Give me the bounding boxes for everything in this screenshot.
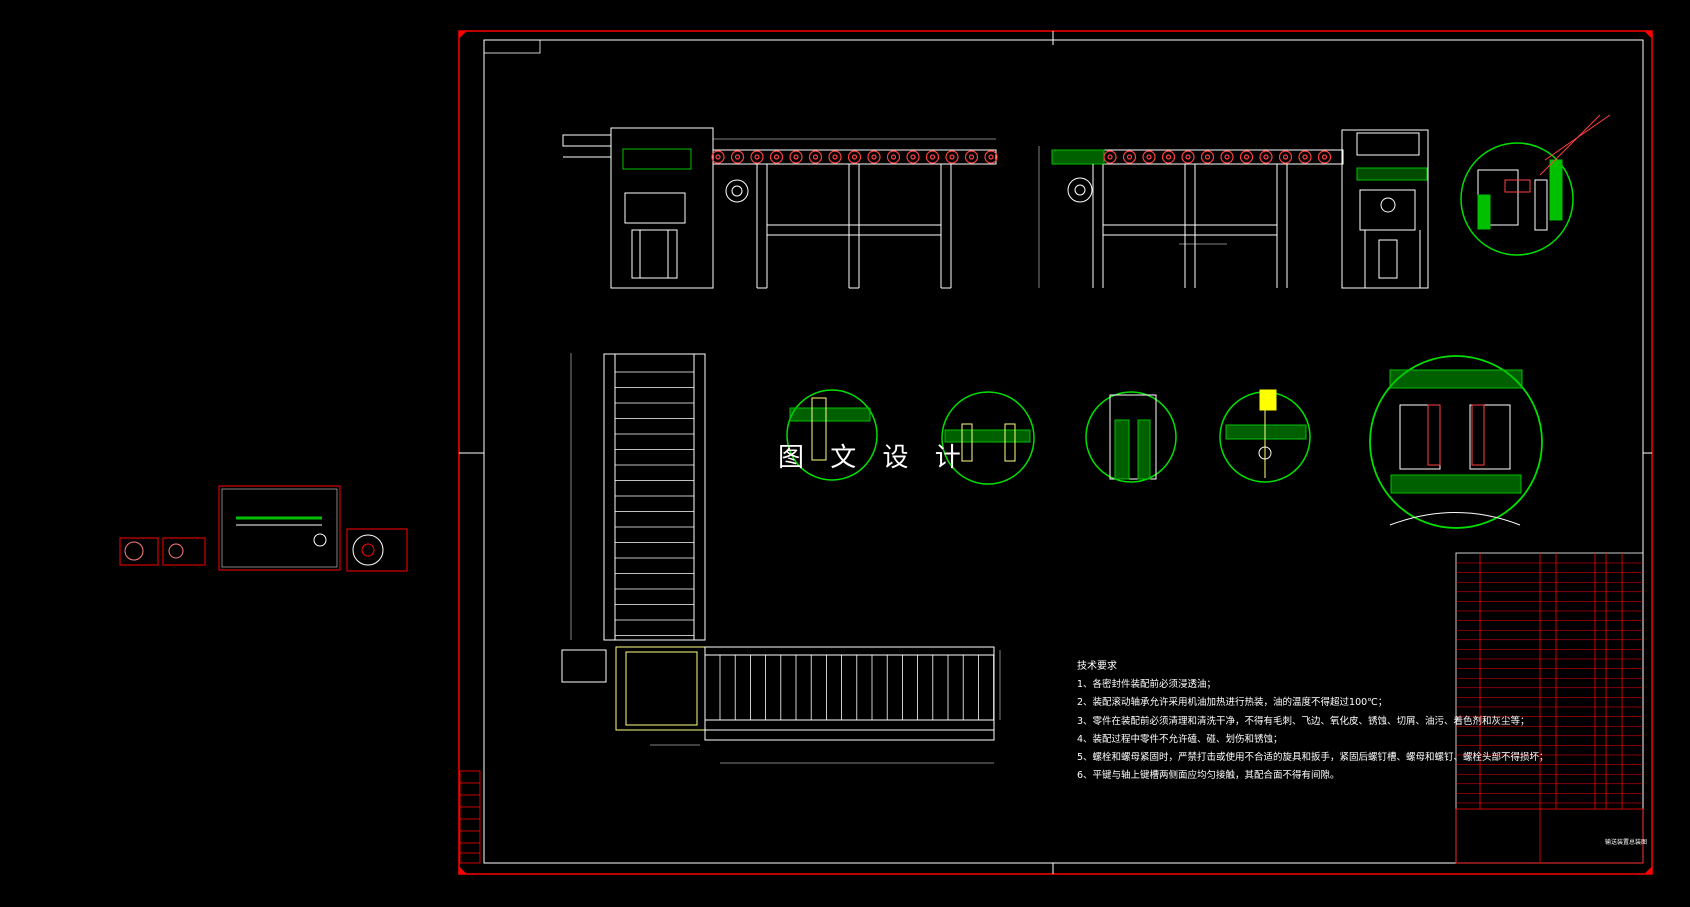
roller-hub-icon bbox=[851, 154, 858, 160]
roller-icon bbox=[1298, 150, 1312, 164]
roller-hub-icon bbox=[1185, 154, 1191, 160]
roller-hub-icon bbox=[1224, 154, 1230, 160]
watermark-text: 图 文 设 计 bbox=[778, 443, 970, 473]
roller-icon bbox=[711, 150, 725, 164]
roller-hub-icon bbox=[1243, 154, 1250, 160]
roller-icon bbox=[1200, 150, 1215, 164]
tech-notes-title: 技术要求 bbox=[1077, 661, 1117, 672]
roller-icon bbox=[925, 150, 940, 164]
roller-hub-icon bbox=[832, 154, 838, 160]
drawing-name: 输送装置总装图 bbox=[1605, 839, 1648, 846]
thumbnail-sheets bbox=[119, 485, 408, 572]
roller-icon bbox=[808, 150, 823, 164]
roller-hub-icon bbox=[1263, 154, 1269, 160]
roller-icon bbox=[1278, 150, 1293, 164]
roller-icon bbox=[945, 150, 959, 164]
parts-list-table bbox=[1455, 552, 1644, 864]
roller-hub-icon bbox=[988, 154, 994, 160]
roller-icon bbox=[1122, 150, 1137, 164]
tech-note-2: 2、装配滚动轴承允许采用机油加热进行热装，油的温度不得超过100℃； bbox=[1077, 697, 1388, 709]
roller-icon bbox=[1181, 150, 1195, 164]
roller-row-left bbox=[711, 150, 998, 164]
roller-hub-icon bbox=[949, 154, 955, 160]
plan-view-slats-horizontal bbox=[719, 655, 994, 720]
roller-hub-icon bbox=[910, 154, 916, 160]
tech-note-1: 1、各密封件装配前必须浸透油； bbox=[1077, 679, 1217, 691]
roller-icon bbox=[984, 150, 998, 164]
roller-hub-icon bbox=[1126, 154, 1133, 160]
roller-icon bbox=[769, 150, 784, 164]
tech-note-6: 6、平键与轴上键槽两侧面应均匀接触，其配合面不得有间隙。 bbox=[1077, 770, 1340, 782]
roller-icon bbox=[867, 150, 881, 164]
roller-icon bbox=[730, 150, 745, 164]
detail-circle-e bbox=[1219, 389, 1311, 483]
tech-note-3: 3、零件在装配前必须清理和清洗干净，不得有毛刺、飞边、氧化皮、锈蚀、切屑、油污、… bbox=[1077, 715, 1530, 727]
roller-icon bbox=[1220, 150, 1234, 164]
tech-note-5: 5、螺栓和螺母紧固时，严禁打击或使用不合适的旋具和扳手，紧固后螺钉槽、螺母和螺钉… bbox=[1077, 752, 1549, 764]
roller-hub-icon bbox=[1146, 154, 1152, 160]
roller-hub-icon bbox=[754, 154, 760, 160]
roller-icon bbox=[1161, 150, 1176, 164]
roller-hub-icon bbox=[1204, 154, 1211, 160]
detail-circle-d bbox=[1085, 391, 1177, 483]
roller-hub-icon bbox=[929, 154, 936, 160]
roller-hub-icon bbox=[773, 154, 780, 160]
roller-icon bbox=[789, 150, 803, 164]
roller-icon bbox=[1103, 150, 1117, 164]
roller-icon bbox=[1239, 150, 1254, 164]
roller-hub-icon bbox=[890, 154, 897, 160]
roller-icon bbox=[1142, 150, 1156, 164]
roller-hub-icon bbox=[1165, 154, 1172, 160]
front-elevation-left bbox=[562, 127, 997, 289]
detail-circle-a bbox=[1460, 114, 1611, 256]
sheet-frame bbox=[458, 30, 1653, 875]
roller-hub-icon bbox=[871, 154, 877, 160]
plan-view bbox=[561, 353, 1001, 764]
technical-requirements: 技术要求 1、各密封件装配前必须浸透油； 2、装配滚动轴承允许采用机油加热进行热… bbox=[1077, 658, 1549, 785]
roller-icon bbox=[847, 150, 862, 164]
tech-note-4: 4、装配过程中零件不允许磕、碰、划伤和锈蚀； bbox=[1077, 733, 1283, 745]
roller-row-right bbox=[1103, 150, 1332, 164]
detail-circle-f bbox=[1369, 355, 1543, 529]
detail-circle-c bbox=[941, 391, 1035, 485]
roller-hub-icon bbox=[793, 154, 799, 160]
roller-icon bbox=[906, 150, 920, 164]
front-elevation-right bbox=[1038, 146, 1344, 288]
roller-hub-icon bbox=[1302, 154, 1308, 160]
roller-hub-icon bbox=[734, 154, 741, 160]
roller-icon bbox=[828, 150, 842, 164]
roller-icon bbox=[1317, 150, 1332, 164]
roller-hub-icon bbox=[812, 154, 819, 160]
roller-hub-icon bbox=[1282, 154, 1289, 160]
detail-circle-b bbox=[786, 389, 878, 481]
roller-hub-icon bbox=[1107, 154, 1113, 160]
side-stamp-table bbox=[459, 770, 481, 864]
roller-hub-icon bbox=[968, 154, 975, 160]
roller-icon bbox=[750, 150, 764, 164]
roller-hub-icon bbox=[1321, 154, 1328, 160]
roller-hub-icon bbox=[715, 154, 721, 160]
roller-icon bbox=[964, 150, 979, 164]
side-elevation bbox=[1341, 129, 1429, 289]
roller-icon bbox=[886, 150, 901, 164]
plan-view-slats-vertical bbox=[615, 371, 694, 636]
roller-icon bbox=[1259, 150, 1273, 164]
parts-list-rows bbox=[1456, 562, 1643, 804]
